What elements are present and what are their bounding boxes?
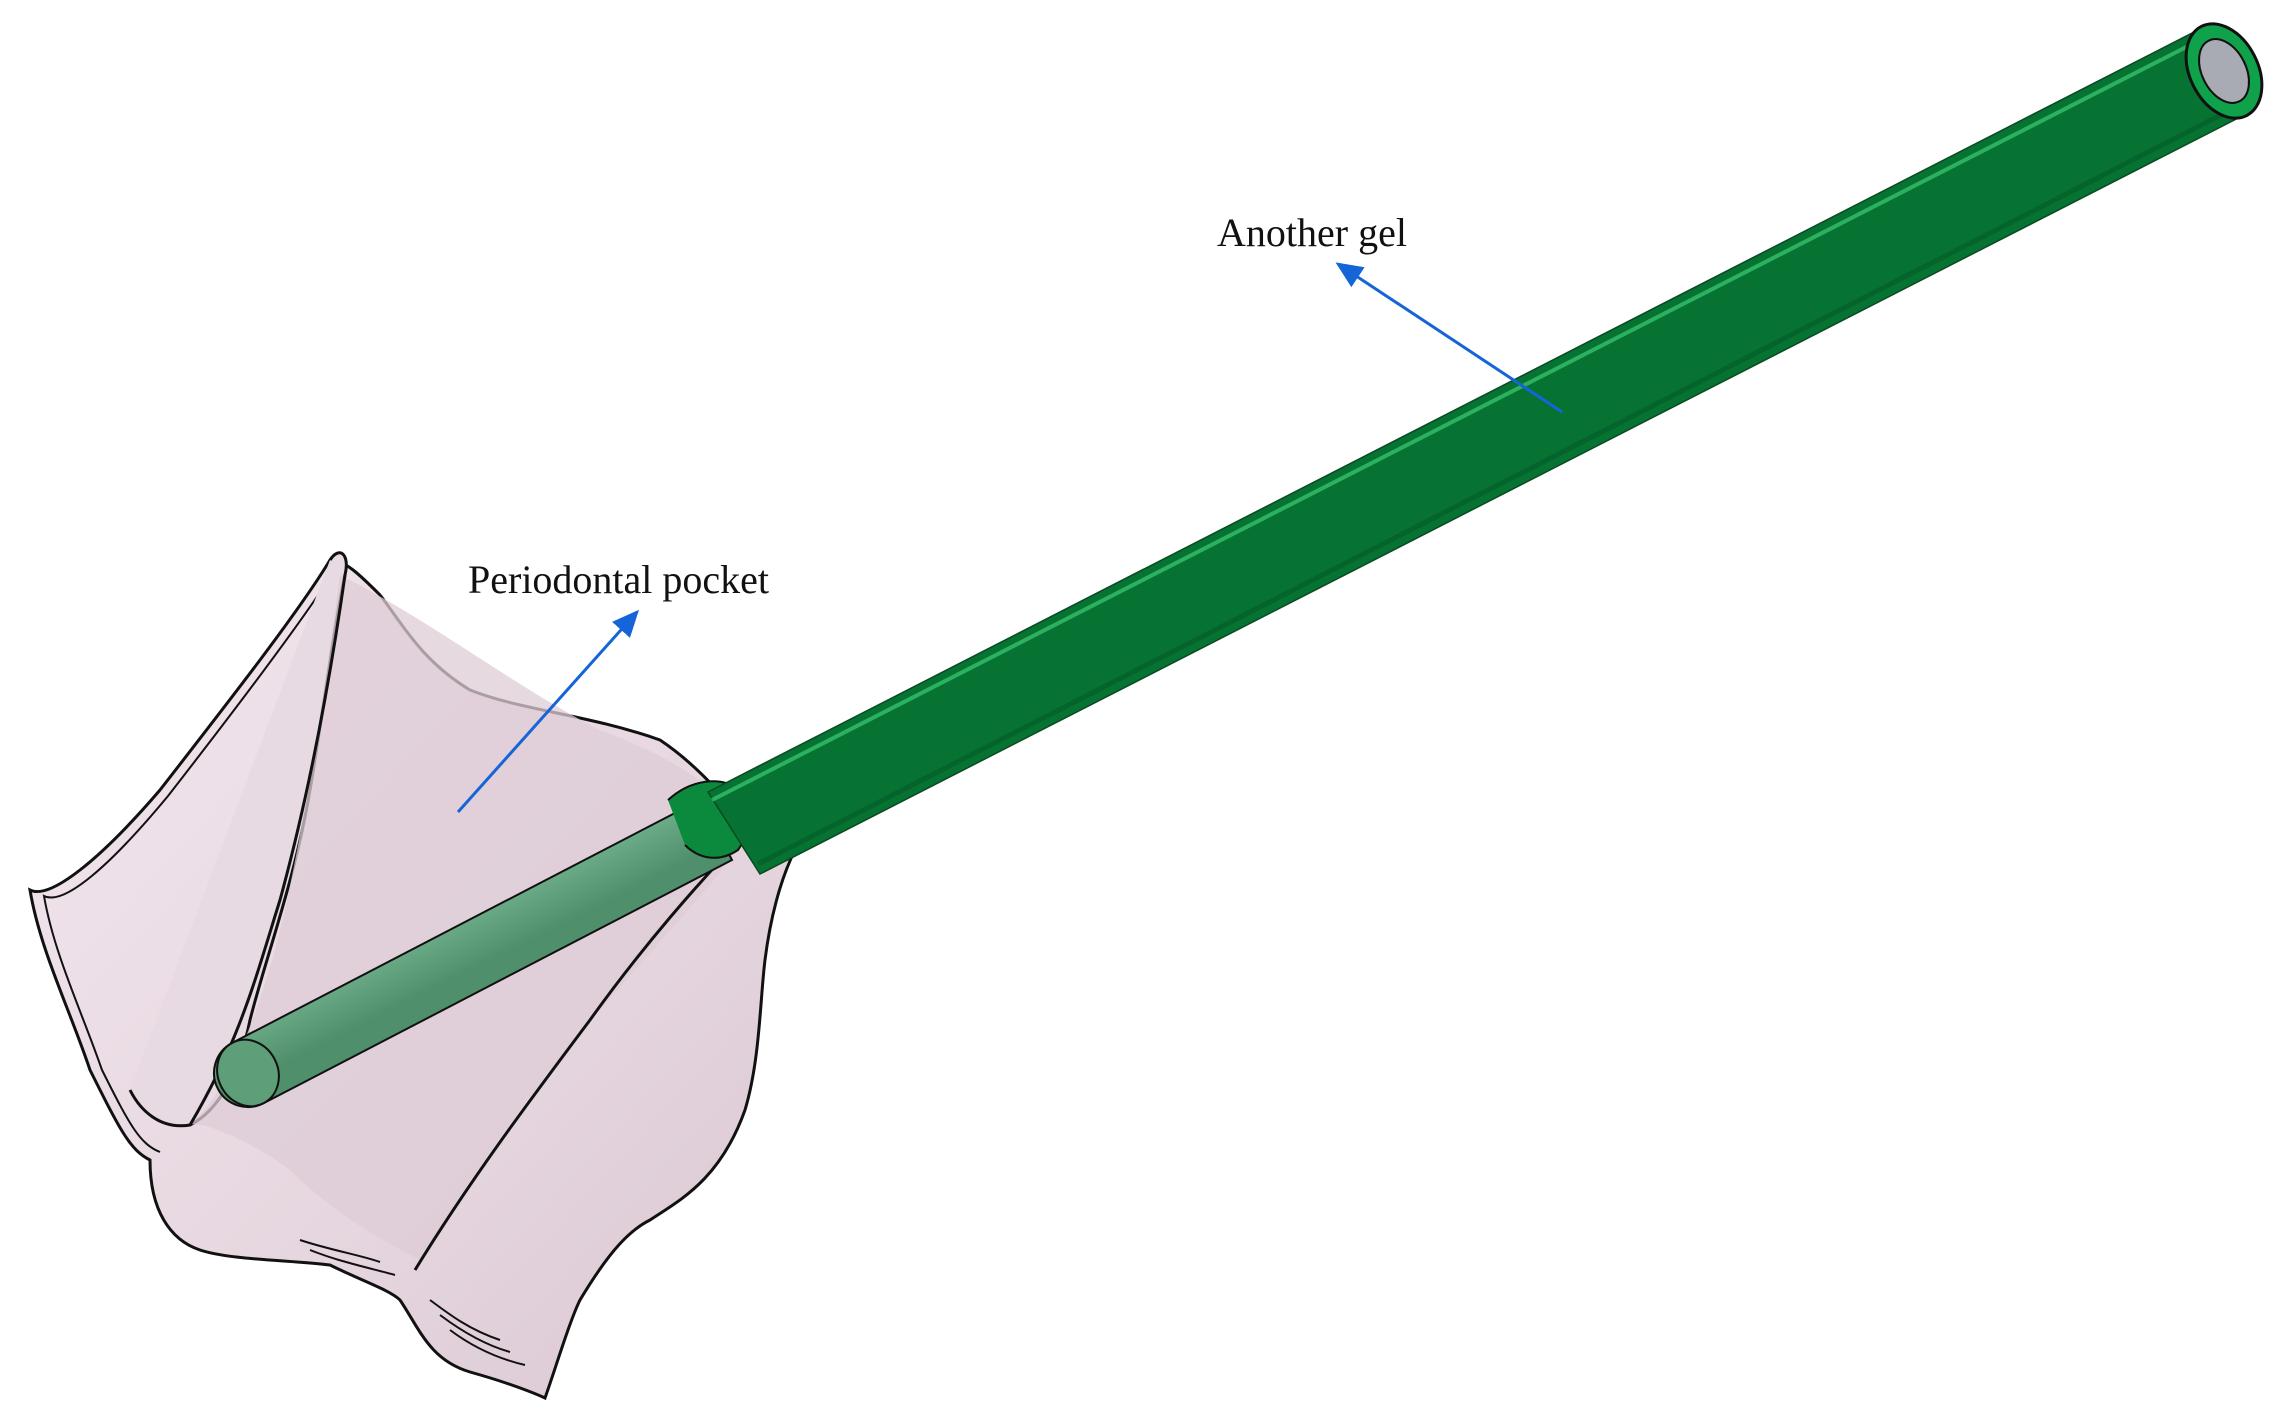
pocket-shadow-face <box>190 575 750 1260</box>
another-gel-label: Another gel <box>1217 210 1407 255</box>
inner-gel-tube <box>213 798 734 1108</box>
pocket-inner-outline <box>42 567 337 1153</box>
inner-gel-tube-end <box>216 1038 280 1108</box>
gel-tube-highlight <box>711 38 2201 802</box>
pocket-crease-right <box>413 828 752 1271</box>
gel-tube-shadow <box>756 99 2248 867</box>
gel-tube <box>706 22 2264 875</box>
gel-arrow <box>1335 262 1563 414</box>
periodontal-pocket-label: Periodontal pocket <box>468 557 770 602</box>
gel-tube-bore <box>2198 38 2250 104</box>
pocket-arrow <box>456 609 640 814</box>
pocket-bottom-wrinkles <box>299 1239 526 1366</box>
